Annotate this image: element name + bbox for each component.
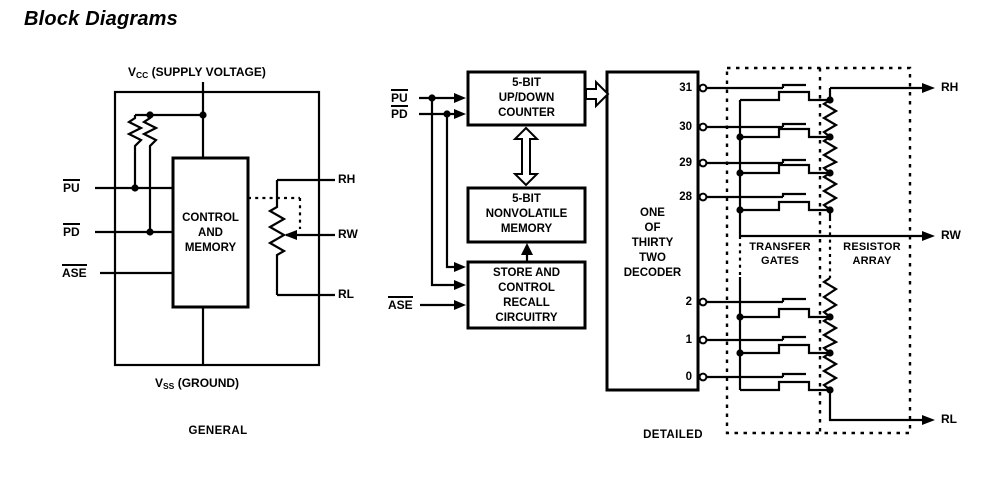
- rh-label-detailed: RH: [941, 80, 959, 94]
- rw-arrowhead: [922, 231, 935, 241]
- junction-dot: [146, 111, 154, 119]
- rl-arrowhead: [922, 415, 935, 425]
- rl-label-detailed: RL: [941, 412, 957, 426]
- pu-label-general: PU: [63, 179, 80, 195]
- pu-arrowhead: [454, 93, 466, 103]
- tap-dot: [826, 349, 834, 357]
- general-diagram-lines: [95, 82, 335, 367]
- resistor-seg: [821, 316, 839, 354]
- control-memory-box: [171, 156, 250, 309]
- decoder-pin-label-0: 0: [685, 371, 692, 383]
- decoder-pin-28: [698, 192, 708, 202]
- rw-arrowhead-general: [284, 230, 297, 240]
- decoder-pin-label-31: 31: [679, 82, 692, 94]
- pd-label-general: PD: [63, 223, 80, 239]
- junction-dot: [146, 228, 154, 236]
- transfer-gate-row-0: [707, 372, 829, 392]
- decoder-pin-31: [698, 83, 708, 93]
- page-title: Block Diagrams: [24, 8, 178, 30]
- counter-text: 5-BIT UP/DOWN COUNTER: [498, 77, 555, 119]
- tap-dot: [826, 206, 834, 214]
- pd-branch-to-store: [445, 114, 454, 269]
- decoder-pin-30: [698, 122, 708, 132]
- rl-wire-detailed: [828, 390, 923, 422]
- pu-branch-to-store: [430, 98, 454, 287]
- transfer-gate-row-29: [707, 158, 829, 175]
- junction-dot: [736, 133, 744, 141]
- pu-label-detailed: PU: [391, 89, 408, 105]
- decoder-pin-label-30: 30: [679, 121, 692, 133]
- junction-dot: [131, 184, 139, 192]
- decoder-pin-2: [698, 297, 708, 307]
- decoder-pin-label-29: 29: [679, 157, 692, 169]
- detailed-diagram-lines: [419, 66, 935, 435]
- resistor-seg: [821, 99, 839, 138]
- tap-dot: [826, 169, 834, 177]
- junction-dot: [736, 349, 744, 357]
- transfer-gate-row-28: [707, 192, 829, 212]
- resistor-seg: [821, 172, 839, 211]
- vss-label: VSS (GROUND): [155, 376, 240, 392]
- rh-arrowhead: [922, 83, 935, 93]
- decoder-pin-29: [698, 158, 708, 168]
- store-memory-arrowhead: [521, 243, 533, 255]
- decoder-pin-label-1: 1: [685, 334, 692, 346]
- store-text: STORE AND CONTROL RECALL CIRCUITRY: [492, 267, 561, 324]
- tap-dot: [826, 96, 834, 104]
- vcc-label: VCC (SUPPLY VOLTAGE): [128, 65, 266, 81]
- rw-label-detailed: RW: [941, 228, 961, 242]
- decoder-text: ONE OF THIRTY TWO DECODER: [623, 207, 682, 279]
- pullup-resistor-right: [141, 115, 159, 232]
- ase-label-general: ASE: [62, 264, 87, 280]
- detailed-caption: DETAILED: [643, 429, 703, 441]
- transfer-gate-row-30: [707, 122, 829, 139]
- resistor-seg: [821, 136, 839, 174]
- memory-text: 5-BIT NONVOLATILE MEMORY: [485, 193, 568, 235]
- store-arrowhead: [454, 280, 466, 290]
- decoder-pin-0: [698, 372, 708, 382]
- rw-label-general: RW: [338, 227, 358, 241]
- transfer-gate-row-2: [707, 297, 829, 319]
- ase-arrowhead: [454, 300, 466, 310]
- junction-dot: [199, 111, 207, 119]
- potentiometer-resistor: [267, 180, 287, 295]
- tap-dot: [826, 133, 834, 141]
- control-memory-text: CONTROL AND MEMORY: [182, 212, 239, 254]
- resistor-array-label: RESISTOR ARRAY: [843, 241, 901, 267]
- general-outer-box: [113, 90, 321, 367]
- pd-label-detailed: PD: [391, 105, 408, 121]
- decoder-box: [605, 70, 700, 392]
- general-caption: GENERAL: [188, 425, 248, 437]
- pullup-resistor-left: [126, 115, 144, 188]
- ase-label-detailed: ASE: [388, 296, 413, 312]
- resistor-seg: [821, 277, 839, 318]
- decoder-pin-1: [698, 335, 708, 345]
- counter-memory-double-arrow: [512, 126, 540, 187]
- tap-dot: [826, 313, 834, 321]
- transfer-gates-label: TRANSFER GATES: [749, 241, 811, 267]
- store-arrowhead: [454, 262, 466, 272]
- rl-label-general: RL: [338, 287, 354, 301]
- decoder-pin-label-28: 28: [679, 191, 692, 203]
- junction-dot: [736, 169, 744, 177]
- counter-decoder-bus-arrow: [585, 79, 610, 109]
- decoder-pin-label-2: 2: [685, 296, 692, 308]
- junction-dot: [736, 206, 744, 214]
- pd-arrowhead: [454, 109, 466, 119]
- gates-array-dashed-box: [725, 66, 912, 435]
- resistor-seg: [821, 352, 839, 391]
- rh-label-general: RH: [338, 172, 356, 186]
- junction-dot: [736, 313, 744, 321]
- transfer-gate-row-1: [707, 335, 829, 355]
- transfer-gate-row-31: [707, 83, 829, 102]
- memory-box: [466, 186, 587, 244]
